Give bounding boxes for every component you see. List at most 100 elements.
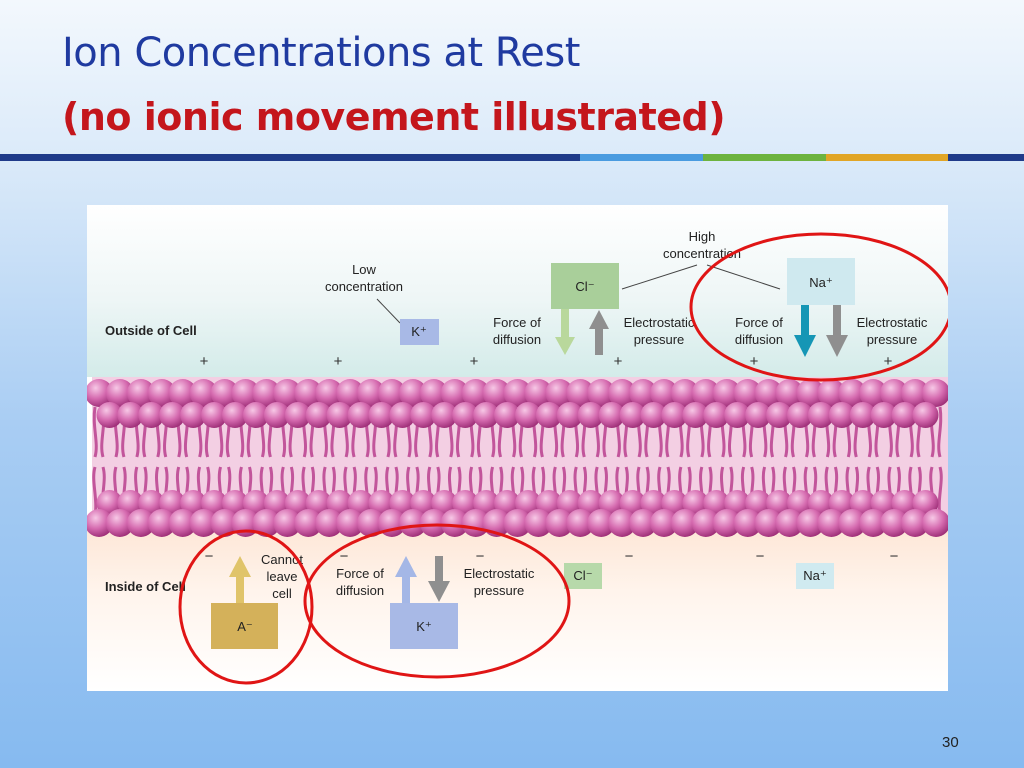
phospholipid-head-bottom-back (452, 490, 479, 516)
phospholipid-head-bottom (252, 509, 281, 537)
phospholipid-head-bottom (880, 509, 909, 537)
header-band-navy-end (948, 154, 1024, 161)
phospholipid-head-top (608, 379, 637, 407)
phospholipid-head-top (377, 379, 406, 407)
phospholipid-head-top-back (703, 402, 730, 428)
phospholipid-head-top-back (556, 402, 583, 428)
phospholipid-head-top (231, 379, 260, 407)
phospholipid-head-bottom-back (138, 490, 165, 516)
phospholipid-head-top (524, 379, 553, 407)
phospholipid-head-top (419, 379, 448, 407)
phospholipid-head-bottom-back (724, 490, 751, 516)
phospholipid-head-top (357, 379, 385, 407)
phospholipid-head-bottom-back (640, 490, 667, 516)
high-concentration-pointer-cl (621, 264, 698, 290)
phospholipid-head-bottom-back (431, 490, 458, 516)
phospholipid-head-bottom (147, 509, 176, 537)
phospholipid-head-bottom-back (828, 490, 855, 516)
na-diffusion-arrow-down (794, 305, 816, 357)
phospholipid-head-top-back (263, 402, 290, 428)
phospholipid-head-top-back (410, 402, 437, 428)
phospholipid-head-bottom (419, 509, 448, 537)
phospholipid-head-bottom-back (598, 490, 625, 516)
phospholipid-head-bottom (398, 509, 427, 537)
phospholipid-head-bottom (587, 509, 616, 537)
phospholipid-head-top (398, 379, 427, 407)
phospholipid-head-bottom-back (619, 490, 646, 516)
high-concentration-label-line2: concentration (663, 246, 741, 261)
phospholipid-head-bottom-back (180, 490, 207, 516)
phospholipid-head-top-back (347, 402, 374, 428)
phospholipid-head-top (503, 379, 532, 407)
outside-potassium-box (400, 319, 439, 345)
phospholipid-head-bottom-back (96, 490, 123, 516)
header-band-gold (826, 154, 948, 161)
low-concentration-label-line2: concentration (325, 279, 403, 294)
outside-sodium-box (787, 258, 855, 305)
k-diffusion-arrow-up (395, 556, 417, 603)
phospholipid-head-top (775, 379, 804, 407)
phospholipid-head-top-back (180, 402, 207, 428)
phospholipid-head-top-back (201, 402, 228, 428)
inside-sodium-box (796, 563, 834, 589)
phospholipid-head-top-back (222, 402, 248, 428)
cl-diffusion-arrow-down (555, 309, 575, 355)
phospholipid-head-bottom (336, 509, 365, 537)
phospholipid-head-top-back (912, 402, 939, 428)
phospholipid-head-bottom-back (912, 490, 939, 516)
phospholipid-head-bottom-back (535, 490, 562, 516)
phospholipid-head-top-back (891, 402, 918, 428)
outside-chloride-box (551, 263, 619, 309)
minus-sign: − (476, 548, 485, 565)
phospholipid-head-top-back (117, 402, 144, 428)
phospholipid-head-top-back (745, 402, 772, 428)
outside-plus-signs: + + + + + + (200, 353, 893, 370)
phospholipid-head-bottom-back (222, 490, 248, 516)
phospholipid-head-bottom (168, 509, 197, 537)
phospholipid-head-bottom (670, 509, 699, 537)
membrane-diagram-svg: + + + + + + − − − − − − Outside of Cell … (85, 205, 953, 691)
header-band-blue (580, 154, 703, 161)
phospholipid-head-top (336, 379, 365, 407)
phospholipid-head-bottom-back (117, 490, 144, 516)
phospholipid-head-top-back (96, 402, 123, 428)
slide-subtitle: (no ionic movement illustrated) (62, 95, 726, 139)
phospholipid-head-top (315, 379, 344, 407)
phospholipid-head-top-back (284, 402, 311, 428)
inside-chloride-label: Cl⁻ (573, 568, 592, 583)
phospholipid-head-bottom (566, 509, 595, 537)
page-number: 30 (942, 734, 959, 751)
na-electrostatic-pressure-line1: Electrostatic (857, 315, 928, 330)
outside-of-cell-label: Outside of Cell (105, 323, 197, 338)
plus-sign: + (470, 353, 479, 370)
cl-electrostatic-pressure-line1: Electrostatic (624, 315, 695, 330)
phospholipid-head-bottom (357, 509, 385, 537)
phospholipid-head-top-back (389, 402, 416, 428)
phospholipid-head-bottom-back (473, 490, 500, 516)
plus-sign: + (334, 353, 343, 370)
header-band-green (703, 154, 826, 161)
cl-force-of-diffusion-line2: diffusion (493, 332, 541, 347)
low-concentration-pointer (376, 298, 401, 324)
phospholipid-head-bottom (754, 509, 783, 537)
phospholipid-head-bottom-back (682, 490, 709, 516)
phospholipid-head-bottom (126, 509, 155, 537)
phospholipid-head-bottom-back (661, 490, 688, 516)
inside-chloride-box (564, 563, 602, 589)
phospholipid-head-top-back (724, 402, 751, 428)
inside-anion-box (211, 603, 278, 649)
phospholipid-head-top-back (494, 402, 520, 428)
phospholipid-head-bottom-back (766, 490, 793, 516)
plus-sign: + (200, 353, 209, 370)
k-electrostatic-pressure-line2: pressure (474, 583, 525, 598)
phospholipid-head-bottom-back (159, 490, 186, 516)
phospholipid-head-bottom (775, 509, 804, 537)
phospholipid-head-top-back (326, 402, 353, 428)
phospholipid-head-top (168, 379, 197, 407)
phospholipid-head-bottom (210, 509, 239, 537)
phospholipid-head-bottom-back (389, 490, 416, 516)
phospholipid-head-top-back (431, 402, 458, 428)
high-concentration-pointer-na (706, 264, 781, 290)
phospholipid-head-bottom-back (242, 490, 269, 516)
phospholipid-head-top (482, 379, 511, 407)
